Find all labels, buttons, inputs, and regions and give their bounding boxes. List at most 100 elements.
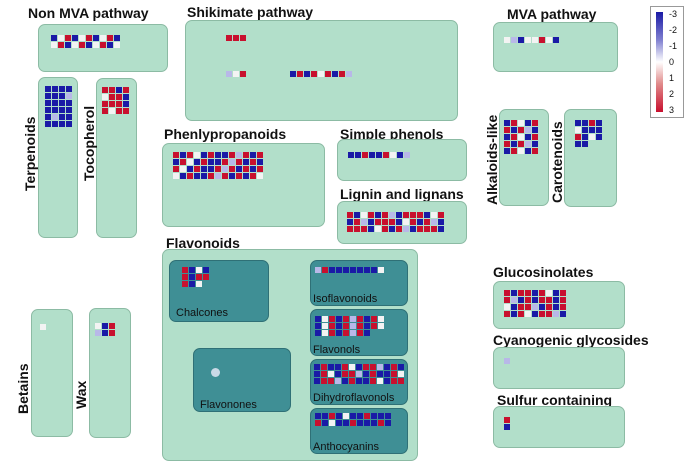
heatmap-cell — [385, 420, 391, 426]
non-mva-title: Non MVA pathway — [28, 5, 149, 21]
heatmap-cell — [222, 152, 228, 158]
heatmap-cell — [504, 311, 510, 317]
heatmap-cell — [560, 304, 566, 310]
heatmap-cell — [403, 226, 409, 232]
heatmap-cell — [589, 134, 595, 140]
heatmap-cell — [243, 159, 249, 165]
heatmap-cell — [518, 148, 524, 154]
heatmap-cell — [371, 316, 377, 322]
mva-heatmap — [504, 37, 559, 43]
heatmap-cell — [350, 267, 356, 273]
heatmap-cell — [389, 226, 395, 232]
heatmap-cell — [370, 378, 376, 384]
heatmap-cell — [315, 267, 321, 273]
heatmap-cell — [86, 42, 92, 48]
tocopherol-heatmap — [102, 87, 129, 114]
heatmap-cell — [40, 324, 46, 330]
heatmap-cell — [109, 323, 115, 329]
phenylpropanoids-title: Phenlypropanoids — [164, 126, 287, 142]
shikimate-heatmap-a — [226, 35, 246, 41]
heatmap-cell — [189, 281, 195, 287]
simple-phenols-title: Simple phenols — [340, 126, 444, 142]
heatmap-cell — [180, 159, 186, 165]
heatmap-cell — [250, 159, 256, 165]
heatmap-cell — [243, 166, 249, 172]
heatmap-cell — [243, 152, 249, 158]
heatmap-cell — [329, 323, 335, 329]
heatmap-cell — [100, 42, 106, 48]
heatmap-cell — [222, 159, 228, 165]
heatmap-cell — [504, 37, 510, 43]
heatmap-cell — [315, 316, 321, 322]
heatmap-cell — [376, 152, 382, 158]
heatmap-cell — [504, 148, 510, 154]
legend-tick: -3 — [669, 9, 678, 19]
heatmap-cell — [525, 134, 531, 140]
carotenoids-heatmap — [575, 120, 602, 147]
heatmap-cell — [368, 212, 374, 218]
heatmap-cell — [532, 134, 538, 140]
heatmap-cell — [52, 107, 58, 113]
heatmap-cell — [354, 219, 360, 225]
heatmap-cell — [511, 304, 517, 310]
cyanogenic-heatmap — [504, 358, 510, 364]
heatmap-cell — [356, 364, 362, 370]
heatmap-cell — [532, 141, 538, 147]
heatmap-cell — [315, 413, 321, 419]
heatmap-cell — [357, 316, 363, 322]
heatmap-cell — [196, 274, 202, 280]
flavonoids-box: Chalcones Flavonones Isoflavonoids Flavo… — [162, 249, 418, 461]
heatmap-cell — [355, 152, 361, 158]
heatmap-cell — [582, 120, 588, 126]
heatmap-cell — [362, 152, 368, 158]
heatmap-cell — [328, 378, 334, 384]
heatmap-cell — [45, 121, 51, 127]
heatmap-cell — [215, 159, 221, 165]
heatmap-cell — [336, 420, 342, 426]
chalcones-label: Chalcones — [176, 307, 228, 319]
heatmap-cell — [342, 364, 348, 370]
heatmap-cell — [321, 371, 327, 377]
heatmap-cell — [511, 297, 517, 303]
heatmap-cell — [350, 413, 356, 419]
heatmap-cell — [553, 290, 559, 296]
heatmap-cell — [431, 226, 437, 232]
heatmap-cell — [539, 37, 545, 43]
heatmap-cell — [314, 364, 320, 370]
heatmap-cell — [532, 120, 538, 126]
flavonols-box: Flavonols — [310, 309, 408, 356]
heatmap-cell — [378, 420, 384, 426]
heatmap-cell — [304, 71, 310, 77]
heatmap-cell — [575, 120, 581, 126]
heatmap-cell — [173, 159, 179, 165]
heatmap-cell — [102, 87, 108, 93]
heatmap-cell — [58, 42, 64, 48]
heatmap-cell — [539, 304, 545, 310]
heatmap-cell — [102, 330, 108, 336]
heatmap-cell — [525, 297, 531, 303]
heatmap-cell — [201, 173, 207, 179]
heatmap-cell — [311, 71, 317, 77]
terpenoids-heatmap — [45, 86, 72, 127]
heatmap-cell — [349, 364, 355, 370]
heatmap-cell — [187, 152, 193, 158]
heatmap-cell — [356, 378, 362, 384]
wax-heatmap — [95, 323, 115, 336]
mva-title: MVA pathway — [507, 6, 597, 22]
heatmap-cell — [109, 330, 115, 336]
heatmap-cell — [59, 100, 65, 106]
heatmap-cell — [350, 316, 356, 322]
heatmap-cell — [575, 127, 581, 133]
anthocyanins-box: Anthocyanins — [310, 408, 408, 454]
heatmap-cell — [532, 290, 538, 296]
heatmap-cell — [546, 311, 552, 317]
heatmap-cell — [336, 316, 342, 322]
heatmap-cell — [582, 134, 588, 140]
heatmap-cell — [377, 378, 383, 384]
heatmap-cell — [45, 93, 51, 99]
heatmap-cell — [553, 304, 559, 310]
heatmap-cell — [229, 152, 235, 158]
flavonoids-title: Flavonoids — [166, 235, 240, 251]
heatmap-cell — [109, 94, 115, 100]
heatmap-cell — [322, 323, 328, 329]
